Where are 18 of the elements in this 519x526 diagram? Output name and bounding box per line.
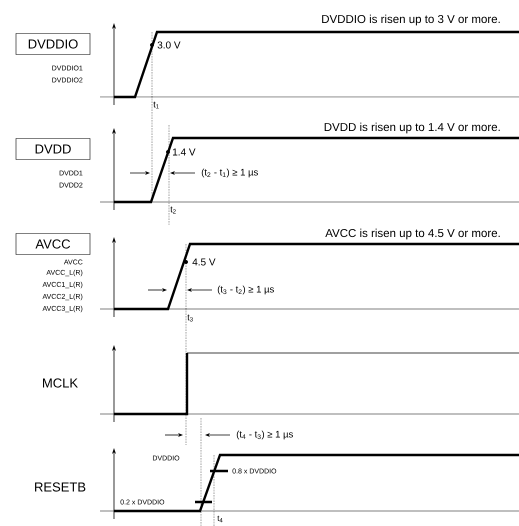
condition-text: DVDDIO is risen up to 3 V or more.: [322, 14, 500, 26]
time-label: t$_{1}$: [153, 102, 159, 108]
condition-text: AVCC is risen up to 4.5 V or more.: [325, 228, 500, 240]
signal-name-box: AVCC: [16, 233, 90, 255]
timing-requirement: (t$_{4}$ - t$_{3}$) ≥ 1 µs: [236, 430, 293, 440]
time-label: t$_{3}$: [187, 314, 193, 322]
signal-name-box: DVDDIO: [16, 33, 90, 55]
timing-requirement: (t$_{3}$ - t$_{2}$) ≥ 1 µs: [218, 286, 274, 294]
signal-name-box: DVDD: [16, 138, 90, 160]
voltage-label: 1.4 V: [172, 148, 196, 156]
signal-name: RESETB: [35, 482, 86, 492]
time-label: t$_{4}$: [217, 516, 223, 522]
time-label: t$_{2}$: [170, 206, 176, 214]
condition-text: DVDD is risen up to 1.4 V or more.: [324, 122, 500, 134]
signal-name: MCLK: [43, 378, 78, 388]
timing-requirement: (t$_{2}$ - t$_{1}$) ≥ 1 µs: [202, 168, 258, 178]
voltage-label: 4.5 V: [192, 258, 216, 266]
voltage-label: 3.0 V: [158, 41, 180, 49]
